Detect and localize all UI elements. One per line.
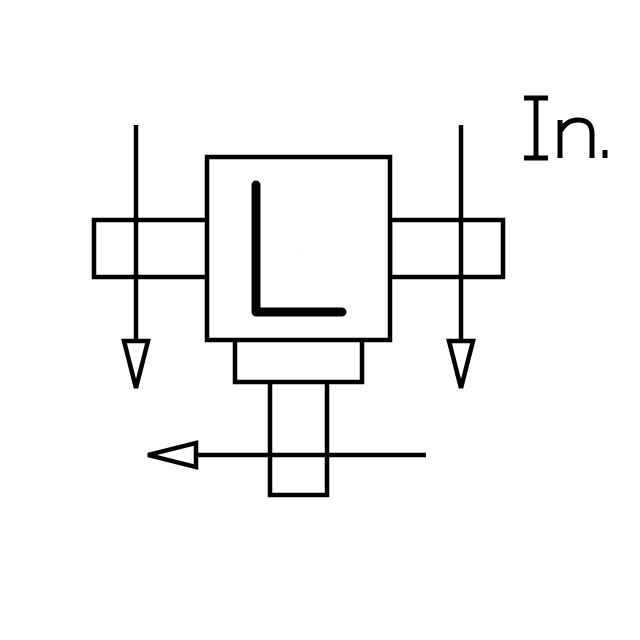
shaft-collar [232,336,365,385]
output-shaft [267,377,330,498]
right-rotation-arrowhead [446,338,476,389]
mounting-label: In. [560,129,562,131]
left-rotation-arrowhead [121,338,151,389]
mounting-label-glyphs [524,95,608,161]
output-rotation-arrowhead [147,440,199,470]
housing-letter: L [298,249,299,251]
left-shaft [91,217,211,280]
housing-letter-glyph [251,180,347,317]
right-shaft [387,217,506,280]
